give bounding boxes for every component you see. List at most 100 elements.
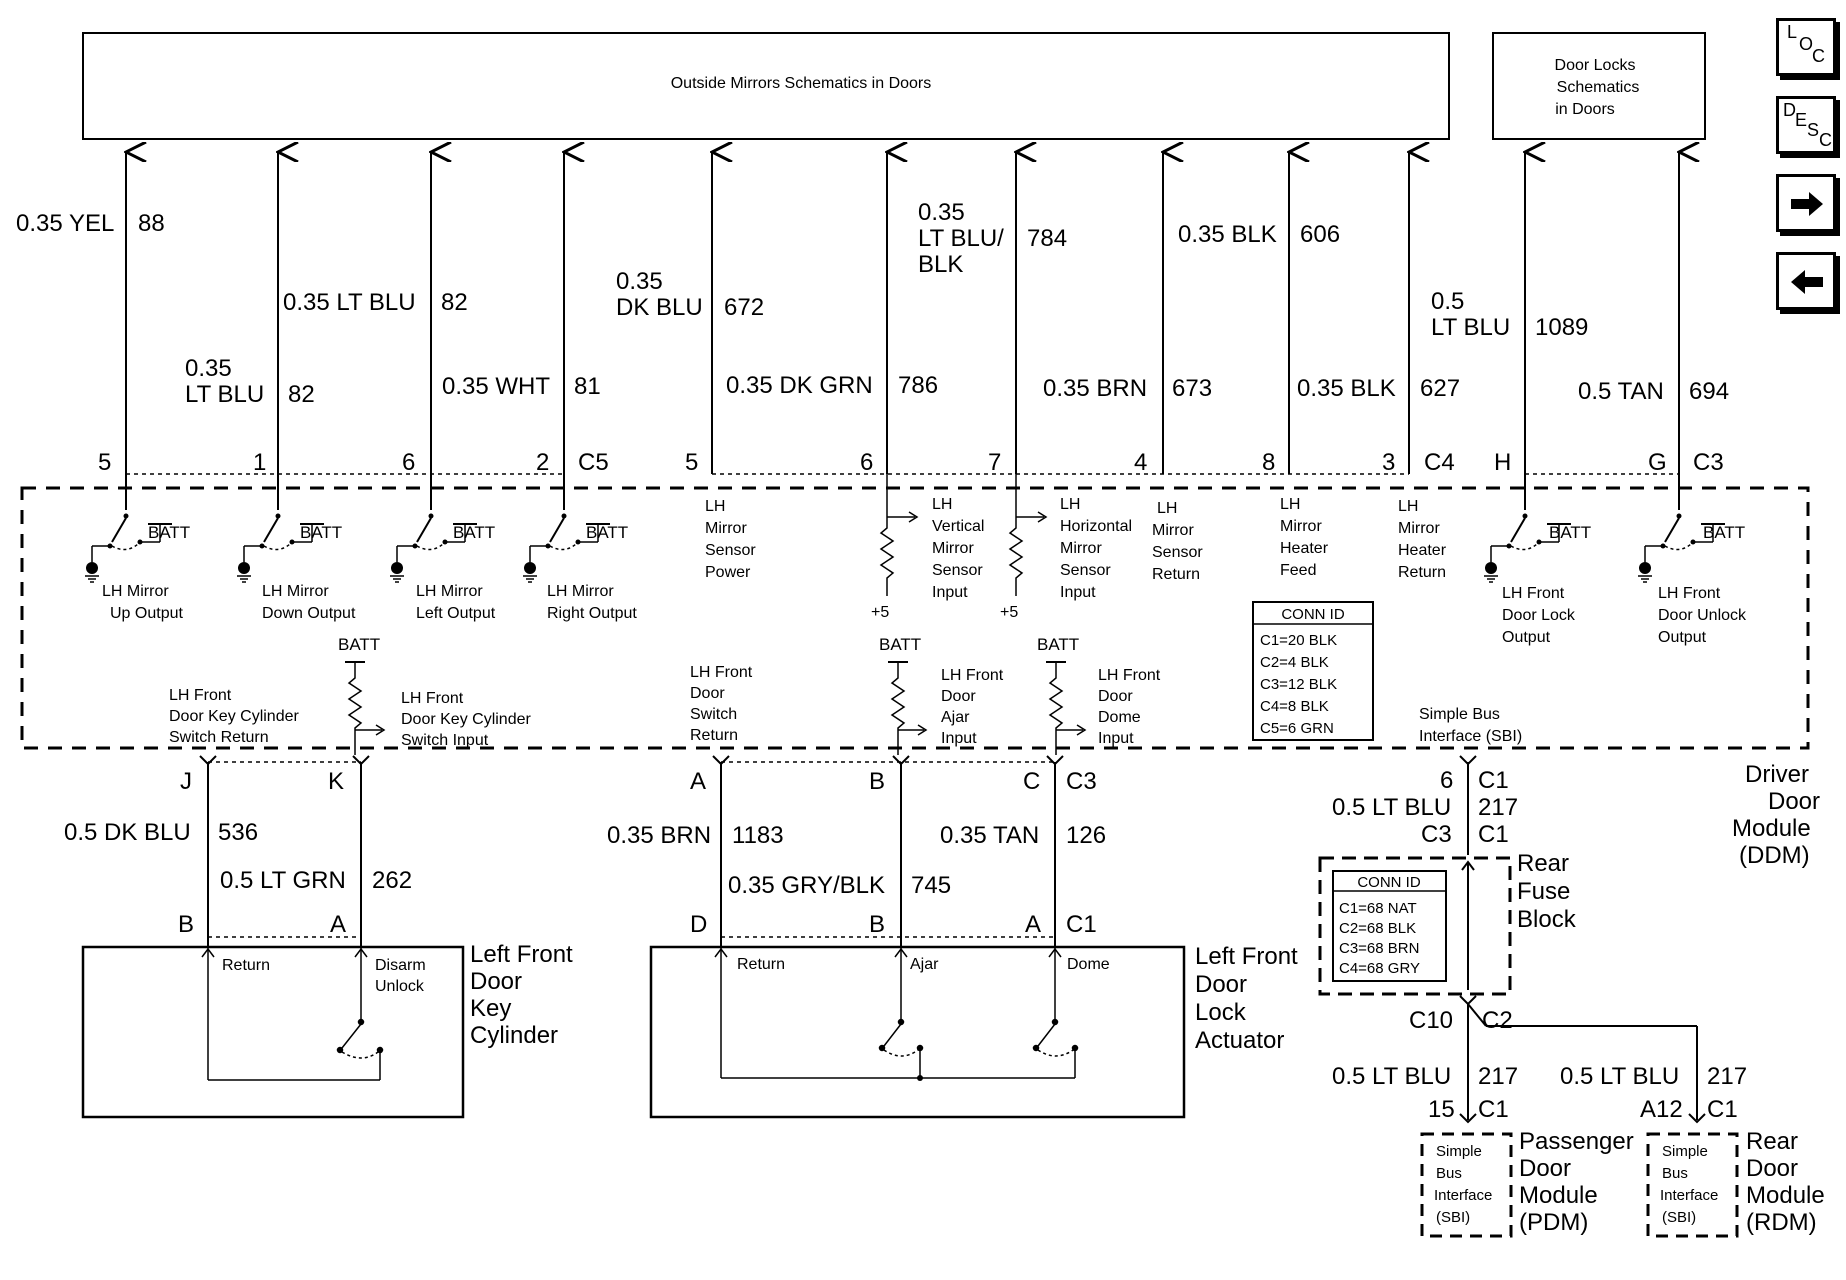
pdm-name-4: (PDM) bbox=[1519, 1209, 1588, 1236]
rfb-conn-c1: C1=68 NAT bbox=[1339, 900, 1417, 917]
wire-color-1183: 0.35 BRN bbox=[607, 822, 711, 849]
key-return-label: Return bbox=[222, 957, 270, 974]
in-keyret-2: Door Key Cylinder bbox=[169, 708, 300, 725]
wire-color-784-2: LT BLU/ bbox=[918, 225, 1004, 252]
out-heater-return-1: LH bbox=[1398, 498, 1418, 515]
wire-circuit-784: 784 bbox=[1027, 225, 1067, 252]
pin-a-top: A bbox=[690, 768, 706, 795]
in-ajar-4: Input bbox=[941, 730, 977, 747]
out-horizontal-5: Input bbox=[1060, 584, 1096, 601]
key-cylinder-switch bbox=[201, 947, 384, 1081]
pdm-sbi-3: Interface bbox=[1434, 1187, 1492, 1204]
key-cylinder-box bbox=[81, 945, 465, 1119]
out-down-1: LH Mirror bbox=[262, 583, 329, 600]
pin-7: 7 bbox=[988, 449, 1001, 476]
out-sensor-return-3: Sensor bbox=[1152, 544, 1203, 561]
wire-color-82b-1: 0.35 bbox=[185, 355, 232, 382]
batt-label-4: BATT bbox=[586, 523, 628, 542]
desc-letter-d: D bbox=[1783, 100, 1796, 120]
out-heater-return-4: Return bbox=[1398, 564, 1446, 581]
pin-6a: 6 bbox=[402, 449, 415, 476]
out-right-2: Right Output bbox=[547, 605, 637, 622]
top-wires bbox=[126, 152, 1679, 474]
pin-8: 8 bbox=[1262, 449, 1275, 476]
out-up-2: Up Output bbox=[110, 605, 183, 622]
conn-c4: C4 bbox=[1424, 449, 1455, 476]
forward-button[interactable] bbox=[1776, 174, 1836, 232]
pin-d-bot: D bbox=[690, 911, 707, 938]
rdm-wire-color: 0.5 LT BLU bbox=[1560, 1063, 1679, 1090]
wire-color-536: 0.5 DK BLU bbox=[64, 819, 191, 846]
out-right-1: LH Mirror bbox=[547, 583, 614, 600]
wire-color-1089-2: LT BLU bbox=[1431, 314, 1510, 341]
wire-circuit-672: 672 bbox=[724, 294, 764, 321]
in-switchret-3: Switch bbox=[690, 706, 737, 723]
out-unlock-2: Door Unlock bbox=[1658, 607, 1747, 624]
out-sensor-return-2: Mirror bbox=[1152, 522, 1194, 539]
batt-label-5: BATT bbox=[1549, 523, 1591, 542]
rfb-top-right: C1 bbox=[1478, 821, 1509, 848]
rdm-name-3: Module bbox=[1746, 1182, 1825, 1209]
pdm-name-2: Door bbox=[1519, 1155, 1571, 1182]
ddm-conn-c2: C2=4 BLK bbox=[1260, 654, 1329, 671]
sbi-wires bbox=[1459, 755, 1706, 1124]
pdm-name-3: Module bbox=[1519, 1182, 1598, 1209]
loc-button[interactable]: L O C bbox=[1776, 18, 1836, 76]
wire-circuit-126: 126 bbox=[1066, 822, 1106, 849]
out-heater-feed-3: Heater bbox=[1280, 540, 1329, 557]
rfb-conn-c4: C4=68 GRY bbox=[1339, 960, 1420, 977]
rdm-name-2: Door bbox=[1746, 1155, 1798, 1182]
batt-label-2: BATT bbox=[300, 523, 342, 542]
pin-6b: 6 bbox=[860, 449, 873, 476]
wire-circuit-627: 627 bbox=[1420, 375, 1460, 402]
pin-a-bot-1: A bbox=[330, 911, 346, 938]
ddm-sbi-1: Simple Bus bbox=[1419, 706, 1500, 723]
wire-color-82b-2: LT BLU bbox=[185, 381, 264, 408]
pin-4: 4 bbox=[1134, 449, 1147, 476]
ddm-conn-c4: C4=8 BLK bbox=[1260, 698, 1329, 715]
conn-c1-bot: C1 bbox=[1066, 911, 1097, 938]
in-switchret-1: LH Front bbox=[690, 664, 753, 681]
out-left-2: Left Output bbox=[416, 605, 496, 622]
pin-h: H bbox=[1494, 449, 1511, 476]
wire-color-262: 0.5 LT GRN bbox=[220, 867, 346, 894]
rear-fuse-block-box bbox=[1318, 856, 1512, 996]
pdm-conn: C1 bbox=[1478, 1096, 1509, 1123]
rdm-sbi-2: Bus bbox=[1662, 1165, 1688, 1182]
wire-color-81: 0.35 WHT bbox=[442, 373, 550, 400]
wire-circuit-786: 786 bbox=[898, 372, 938, 399]
rfb-name-1: Rear bbox=[1517, 850, 1569, 877]
rdm-wire-circuit: 217 bbox=[1707, 1063, 1747, 1090]
door-locks-block bbox=[1492, 32, 1706, 140]
in-keyret-1: LH Front bbox=[169, 687, 232, 704]
wire-circuit-82a: 82 bbox=[441, 289, 468, 316]
outside-mirrors-block bbox=[82, 32, 1450, 140]
lock-actuator-switches bbox=[714, 947, 1079, 1079]
wire-circuit-88: 88 bbox=[138, 210, 165, 237]
out-heater-feed-1: LH bbox=[1280, 496, 1300, 513]
pdm-sbi-1: Simple bbox=[1436, 1143, 1482, 1160]
ddm-sbi-2: Interface (SBI) bbox=[1419, 728, 1522, 745]
wire-circuit-694: 694 bbox=[1689, 378, 1729, 405]
desc-button[interactable]: D E S C bbox=[1776, 96, 1836, 154]
rfb-name-3: Block bbox=[1517, 906, 1577, 933]
lock-name-2: Door bbox=[1195, 971, 1247, 998]
lock-name-3: Lock bbox=[1195, 999, 1247, 1026]
loc-letter-o: O bbox=[1799, 34, 1814, 54]
out-unlock-3: Output bbox=[1658, 629, 1707, 646]
in-keyin-1: LH Front bbox=[401, 690, 464, 707]
pdm-pin: 15 bbox=[1428, 1096, 1455, 1123]
out-heater-feed-2: Mirror bbox=[1280, 518, 1322, 535]
sensor-resistors bbox=[880, 474, 1048, 596]
plus5-label-1: +5 bbox=[871, 604, 889, 621]
out-left-1: LH Mirror bbox=[416, 583, 483, 600]
wire-color-672-1: 0.35 bbox=[616, 268, 663, 295]
rfb-conn-c2: C2=68 BLK bbox=[1339, 920, 1416, 937]
out-lock-3: Output bbox=[1502, 629, 1551, 646]
ddm-conn-c1: C1=20 BLK bbox=[1260, 632, 1337, 649]
rfb-name-2: Fuse bbox=[1517, 878, 1570, 905]
back-button[interactable] bbox=[1776, 252, 1836, 310]
wire-color-88: 0.35 YEL bbox=[16, 210, 114, 237]
wire-color-784-1: 0.35 bbox=[918, 199, 965, 226]
wire-circuit-673: 673 bbox=[1172, 375, 1212, 402]
